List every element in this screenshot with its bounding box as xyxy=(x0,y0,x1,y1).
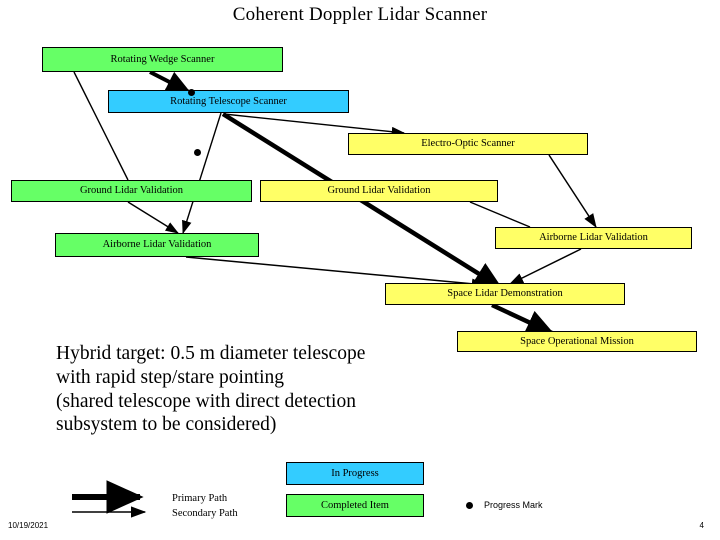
node-airborne-lidar-validation-completed[interactable]: Airborne Lidar Validation xyxy=(55,233,259,257)
path-telescope-to-electro-optic xyxy=(223,113,406,137)
footer-date: 10/19/2021 xyxy=(8,521,49,530)
node-ground-lidar-validation-completed[interactable]: Ground Lidar Validation xyxy=(11,180,252,202)
page-title: Coherent Doppler Lidar Scanner xyxy=(232,4,488,25)
path-ground-completed-to-airborne-completed xyxy=(127,201,179,234)
progress-mark-icon-rotating-telescope xyxy=(188,89,195,96)
path-airborne-completed-to-space-lidar xyxy=(185,256,487,289)
node-rotating-telescope-scanner[interactable]: Rotating Telescope Scanner xyxy=(108,90,349,113)
legend-progress-mark-icon xyxy=(466,502,473,509)
legend-in-progress-swatch: In Progress xyxy=(286,462,424,485)
node-ground-lidar-validation-planned[interactable]: Ground Lidar Validation xyxy=(260,180,498,202)
node-airborne-lidar-validation-planned[interactable]: Airborne Lidar Validation xyxy=(495,227,692,249)
path-wedge-to-telescope xyxy=(149,70,192,94)
path-ground-planned-to-airborne-planned xyxy=(469,201,531,228)
legend-primary-path-label: Primary Path xyxy=(172,493,228,504)
progress-mark-icon-ground-path xyxy=(194,149,201,156)
node-electro-optic-scanner[interactable]: Electro-Optic Scanner xyxy=(348,133,588,155)
path-space-lidar-to-space-mission xyxy=(491,302,555,336)
path-telescope-to-airborne-completed xyxy=(182,112,222,235)
node-rotating-wedge-scanner[interactable]: Rotating Wedge Scanner xyxy=(42,47,283,72)
hybrid-target-note: Hybrid target: 0.5 m diameter telescope … xyxy=(56,343,366,436)
footer-page-number: 4 xyxy=(699,521,704,530)
node-space-operational-mission[interactable]: Space Operational Mission xyxy=(457,331,697,352)
legend-secondary-path-label: Secondary Path xyxy=(172,508,238,519)
path-airborne-planned-to-space-lidar xyxy=(508,248,582,285)
legend-progress-mark-label: Progress Mark xyxy=(484,500,543,510)
legend-completed-item-swatch: Completed Item xyxy=(286,494,424,517)
path-electro-optic-to-airborne-planned xyxy=(548,154,597,229)
node-space-lidar-demonstration[interactable]: Space Lidar Demonstration xyxy=(385,283,625,305)
path-wedge-to-ground-completed xyxy=(73,71,129,181)
